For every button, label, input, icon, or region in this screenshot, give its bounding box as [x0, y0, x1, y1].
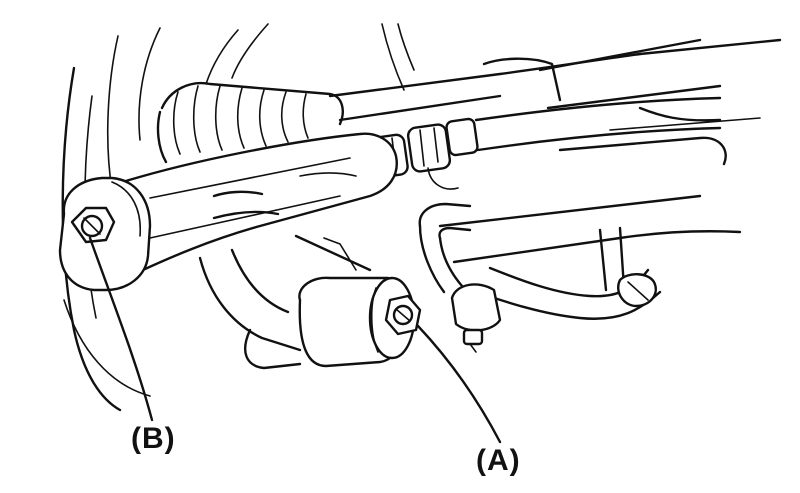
arm-bracket: [198, 234, 372, 370]
callout-label-b: (B): [131, 422, 176, 455]
cross-member: [438, 194, 742, 292]
bolt-a: [384, 294, 422, 336]
steering-boot: [156, 52, 642, 164]
bolt-b: [70, 206, 116, 244]
leader-lines: [88, 236, 502, 444]
stabilizer-link: [450, 283, 502, 353]
callout-label-a: (A): [476, 444, 521, 477]
stabilizer-bar: [418, 202, 662, 320]
leader-line-a: [416, 324, 502, 444]
body-panel-lines: [106, 23, 415, 191]
control-arm: [108, 132, 398, 278]
leader-line-b: [88, 236, 154, 422]
frame-members: [538, 38, 782, 166]
